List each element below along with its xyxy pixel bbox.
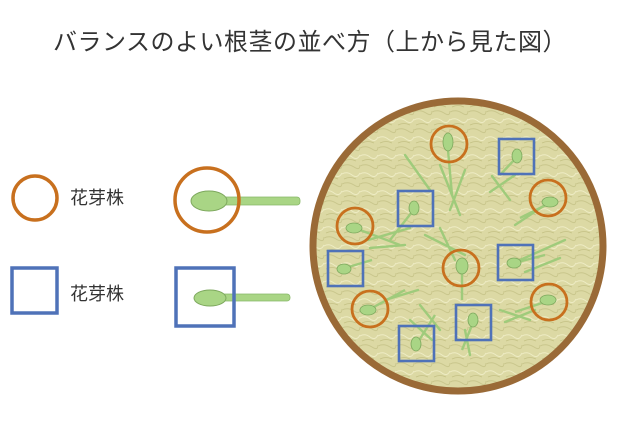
legend-circle-icon bbox=[11, 174, 59, 222]
bed-circle-marker bbox=[350, 288, 406, 329]
bed-square-marker bbox=[326, 249, 373, 288]
bed-circle-marker bbox=[441, 248, 481, 300]
bed-circle-marker bbox=[335, 206, 401, 247]
legend-square-icon bbox=[10, 266, 59, 315]
sample-square-rhizome bbox=[174, 266, 291, 328]
legend-label-circle: 花芽株 bbox=[70, 188, 124, 209]
bed-circle-marker bbox=[429, 124, 469, 196]
sample-circle-rhizome bbox=[173, 166, 301, 234]
planting-bed bbox=[309, 97, 607, 395]
bed-square-marker bbox=[397, 314, 437, 363]
bed-square-marker bbox=[496, 243, 546, 282]
bed-circle-marker bbox=[519, 178, 568, 220]
bed-square-marker bbox=[454, 303, 493, 351]
bed-square-marker bbox=[389, 189, 435, 241]
sample-circle-icon bbox=[173, 166, 241, 234]
sample-square-icon bbox=[174, 266, 236, 328]
legend-label-square: 花芽株 bbox=[70, 284, 124, 305]
page-title: バランスのよい根茎の並べ方（上から見た図） bbox=[52, 28, 568, 56]
bed-square-marker bbox=[497, 137, 536, 176]
bed-circle-marker bbox=[514, 282, 569, 322]
